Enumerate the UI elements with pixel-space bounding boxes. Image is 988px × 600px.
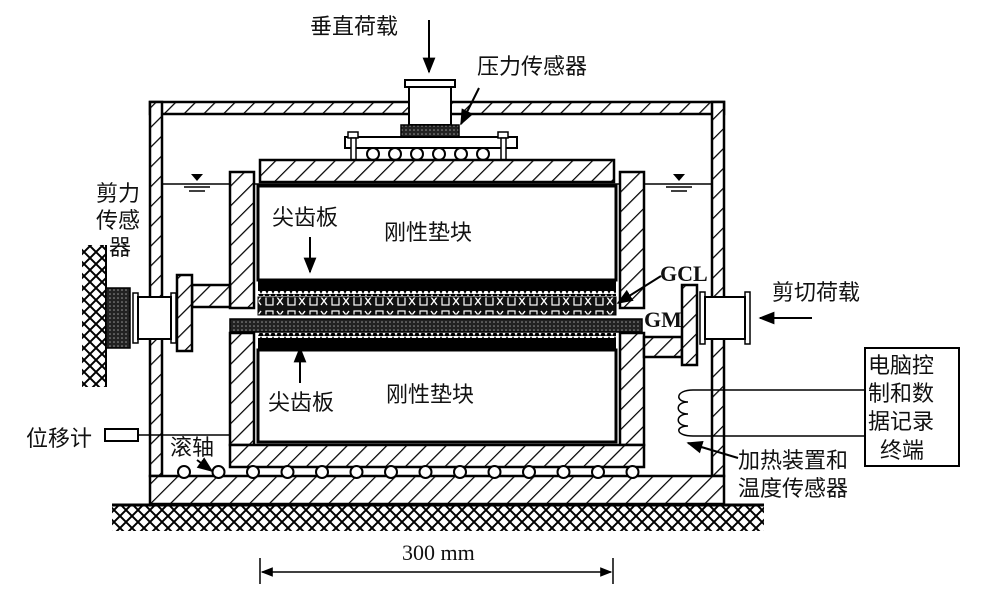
lower-box-wall-right xyxy=(618,331,646,447)
label-tooth-plate-bottom: 尖齿板 xyxy=(268,391,334,416)
load-piston xyxy=(408,86,452,126)
heater-coil xyxy=(677,389,694,437)
bottom-roller xyxy=(211,465,226,479)
top-roller xyxy=(432,147,446,161)
label-displacement-gauge: 位移计 xyxy=(26,427,92,452)
roller-pointer xyxy=(196,457,214,472)
top-roller xyxy=(454,147,468,161)
lower-tooth-plate xyxy=(258,338,616,350)
label-vertical-load: 垂直荷载 xyxy=(310,15,398,40)
label-shear-sensor-3: 器 xyxy=(109,236,131,261)
label-rigid-block-top: 刚性垫块 xyxy=(384,221,472,246)
gcl-layer xyxy=(257,296,617,316)
label-pressure-sensor: 压力传感器 xyxy=(477,55,587,80)
bottom-roller xyxy=(591,465,605,479)
label-rigid-block-bottom: 刚性垫块 xyxy=(386,383,474,408)
top-roller xyxy=(476,147,490,161)
heater-pointer-arrow xyxy=(686,441,739,459)
displacement-gauge xyxy=(104,428,139,442)
right-connector-plate xyxy=(680,283,699,367)
lower-rigid-block xyxy=(256,348,618,444)
bottom-rollers xyxy=(177,465,640,479)
lower-box-wall-left xyxy=(228,331,256,447)
label-heater-1: 加热装置和 xyxy=(738,449,848,474)
label-roller: 滚轴 xyxy=(170,436,214,461)
label-computer-3: 据记录 xyxy=(868,410,934,435)
lower-box-base xyxy=(228,443,646,469)
top-roller xyxy=(410,147,424,161)
load-plate xyxy=(344,136,518,149)
bottom-roller xyxy=(384,465,398,479)
pressure-sensor-pointer xyxy=(460,87,480,126)
label-tooth-plate-top: 尖齿板 xyxy=(272,206,338,231)
shear-force-sensor xyxy=(105,287,131,349)
label-shear-sensor-2: 传感 xyxy=(96,209,140,234)
ground-base xyxy=(112,505,764,531)
gcl-pointer xyxy=(616,275,662,304)
water-level-symbol-right xyxy=(666,174,692,192)
left-shear-rod xyxy=(137,296,172,340)
left-connector-arm xyxy=(190,283,232,309)
bottom-roller xyxy=(280,465,295,479)
label-computer-2: 制和数 xyxy=(868,382,934,407)
bottom-roller xyxy=(625,465,640,479)
right-shear-rod xyxy=(704,296,746,340)
upper-box-wall-left xyxy=(228,170,256,310)
lower-teeth xyxy=(258,333,616,338)
bottom-roller xyxy=(177,465,191,479)
upper-tooth-plate xyxy=(258,280,616,291)
label-heater-2: 温度传感器 xyxy=(738,477,848,502)
bottom-roller xyxy=(556,465,571,479)
bottom-roller xyxy=(418,465,433,479)
top-roller xyxy=(388,147,402,161)
label-dimension: 300 mm xyxy=(402,540,475,565)
bottom-roller xyxy=(453,465,467,479)
bottom-roller xyxy=(246,465,260,479)
label-shear-load: 剪切荷载 xyxy=(772,281,860,306)
top-roller xyxy=(366,147,380,161)
bottom-roller xyxy=(315,465,329,479)
label-shear-sensor-1: 剪力 xyxy=(96,182,140,207)
reaction-wall xyxy=(82,245,106,387)
gm-layer xyxy=(229,318,643,333)
upper-rigid-block xyxy=(256,184,618,282)
label-computer-4: 终端 xyxy=(880,439,924,464)
water-level-symbol-left xyxy=(184,174,210,192)
upper-teeth xyxy=(258,291,616,296)
upper-box-wall-right xyxy=(618,170,646,310)
upper-box-lid xyxy=(258,158,616,184)
label-computer-1: 电脑控 xyxy=(868,354,934,379)
bottom-roller xyxy=(522,465,536,479)
load-cap xyxy=(404,79,456,88)
bottom-roller xyxy=(487,465,502,479)
left-connector-plate xyxy=(175,273,194,353)
right-connector-arm xyxy=(642,335,684,359)
pressure-sensor-block xyxy=(400,124,460,138)
label-gm: GM xyxy=(644,307,682,332)
bottom-roller xyxy=(349,465,364,479)
label-gcl: GCL xyxy=(660,261,708,286)
top-rollers xyxy=(366,147,490,161)
computer-terminal-box xyxy=(864,347,960,467)
